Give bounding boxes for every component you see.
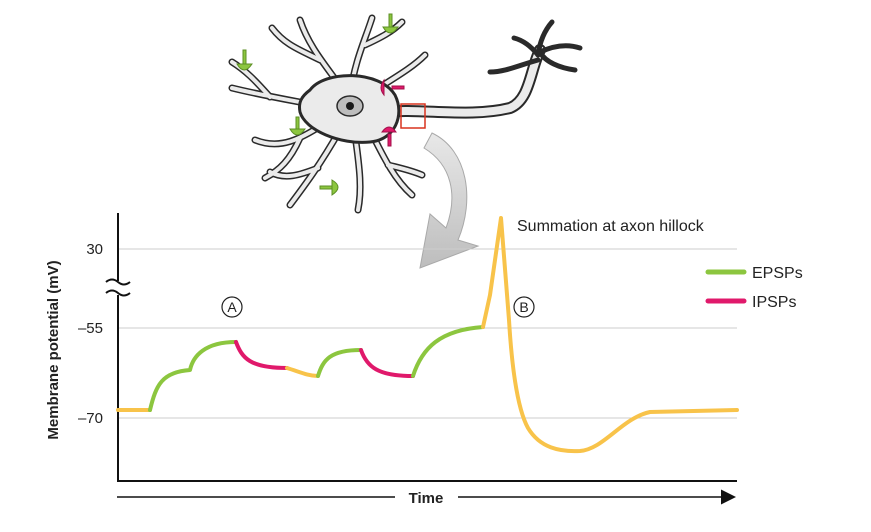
epsp-trace — [411, 325, 485, 378]
excitatory-synapse — [289, 116, 306, 136]
neuron-illustration — [228, 13, 583, 269]
legend: EPSPs IPSPs — [705, 265, 803, 311]
y-tick-minus-55: –55 — [78, 320, 103, 337]
nucleolus — [346, 102, 354, 110]
decay-trace — [285, 366, 320, 378]
excitatory-synapses — [236, 13, 399, 196]
inhibitory-synapse — [380, 78, 405, 97]
epsp-trace — [148, 340, 238, 412]
excitatory-synapse — [319, 179, 339, 196]
inhibitory-synapses — [380, 78, 405, 147]
axon-hillock-box — [400, 103, 426, 129]
marker-a: A — [227, 299, 237, 315]
marker-a-circle — [221, 296, 243, 318]
x-axis-label: Time — [409, 490, 444, 507]
legend-label-ipsp: IPSPs — [752, 294, 796, 311]
y-tick-30: 30 — [86, 241, 103, 258]
marker-b: B — [519, 299, 528, 315]
excitatory-synapse — [382, 13, 399, 34]
marker-b-circle — [513, 296, 535, 318]
epsp-trace — [316, 348, 363, 378]
inhibitory-synapse — [381, 126, 397, 147]
zoom-arrow — [419, 132, 480, 269]
ipsp-trace — [234, 340, 289, 370]
y-axis-label: Membrane potential (mV) — [45, 260, 62, 439]
graph: 30 –55 –70 Membrane potential (mV) Time … — [45, 213, 803, 507]
excitatory-synapse — [236, 49, 253, 71]
y-tick-minus-70: –70 — [78, 410, 103, 427]
potential-trace — [116, 216, 739, 454]
action-potential-trace — [481, 216, 739, 454]
summation-annotation: Summation at axon hillock — [517, 218, 705, 235]
legend-label-epsp: EPSPs — [752, 265, 803, 282]
axis-break-mark — [105, 278, 131, 297]
ipsp-trace — [359, 348, 415, 378]
axon-terminals — [487, 19, 583, 75]
